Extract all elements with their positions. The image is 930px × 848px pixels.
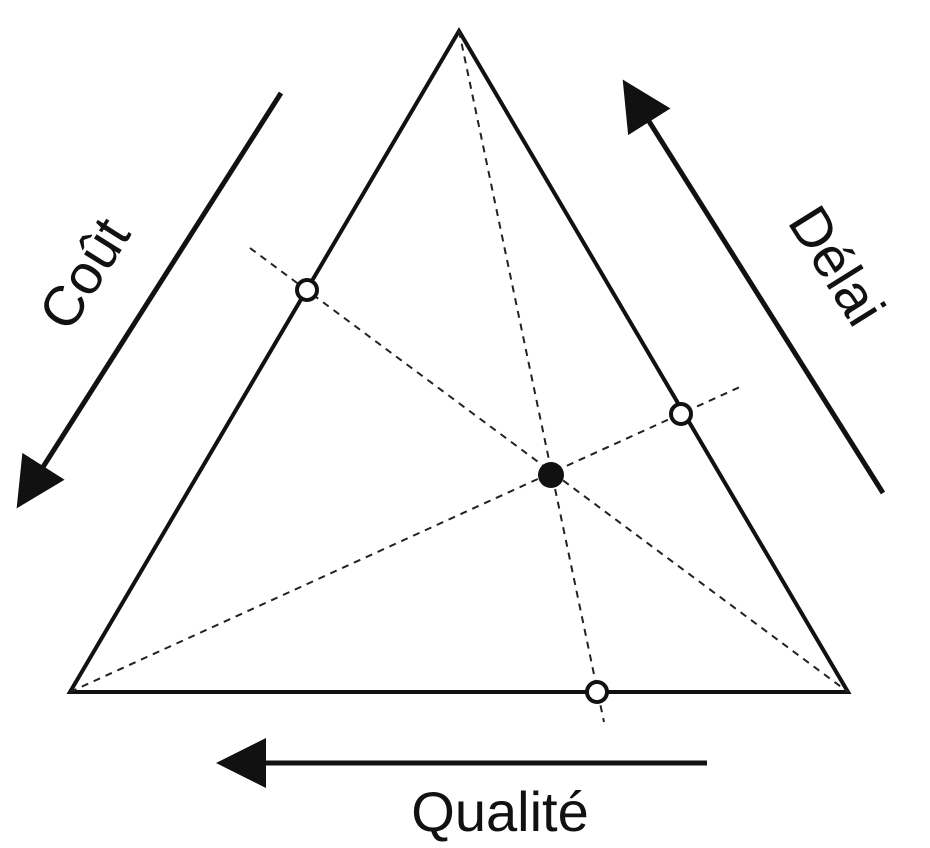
point-right-edge [669, 402, 693, 426]
point-bottom-edge [585, 680, 609, 704]
delay-arrow [622, 79, 886, 495]
cost-label: Coût [26, 206, 142, 340]
quality-label: Qualité [411, 780, 588, 843]
dashed-line-bottom [69, 385, 743, 693]
point-center [538, 462, 564, 488]
triangle-outline [66, 27, 852, 694]
point-left-edge [295, 278, 319, 302]
dashed-line-top [458, 30, 605, 723]
delay-label: Délai [776, 195, 897, 337]
cost-arrow [16, 91, 284, 509]
